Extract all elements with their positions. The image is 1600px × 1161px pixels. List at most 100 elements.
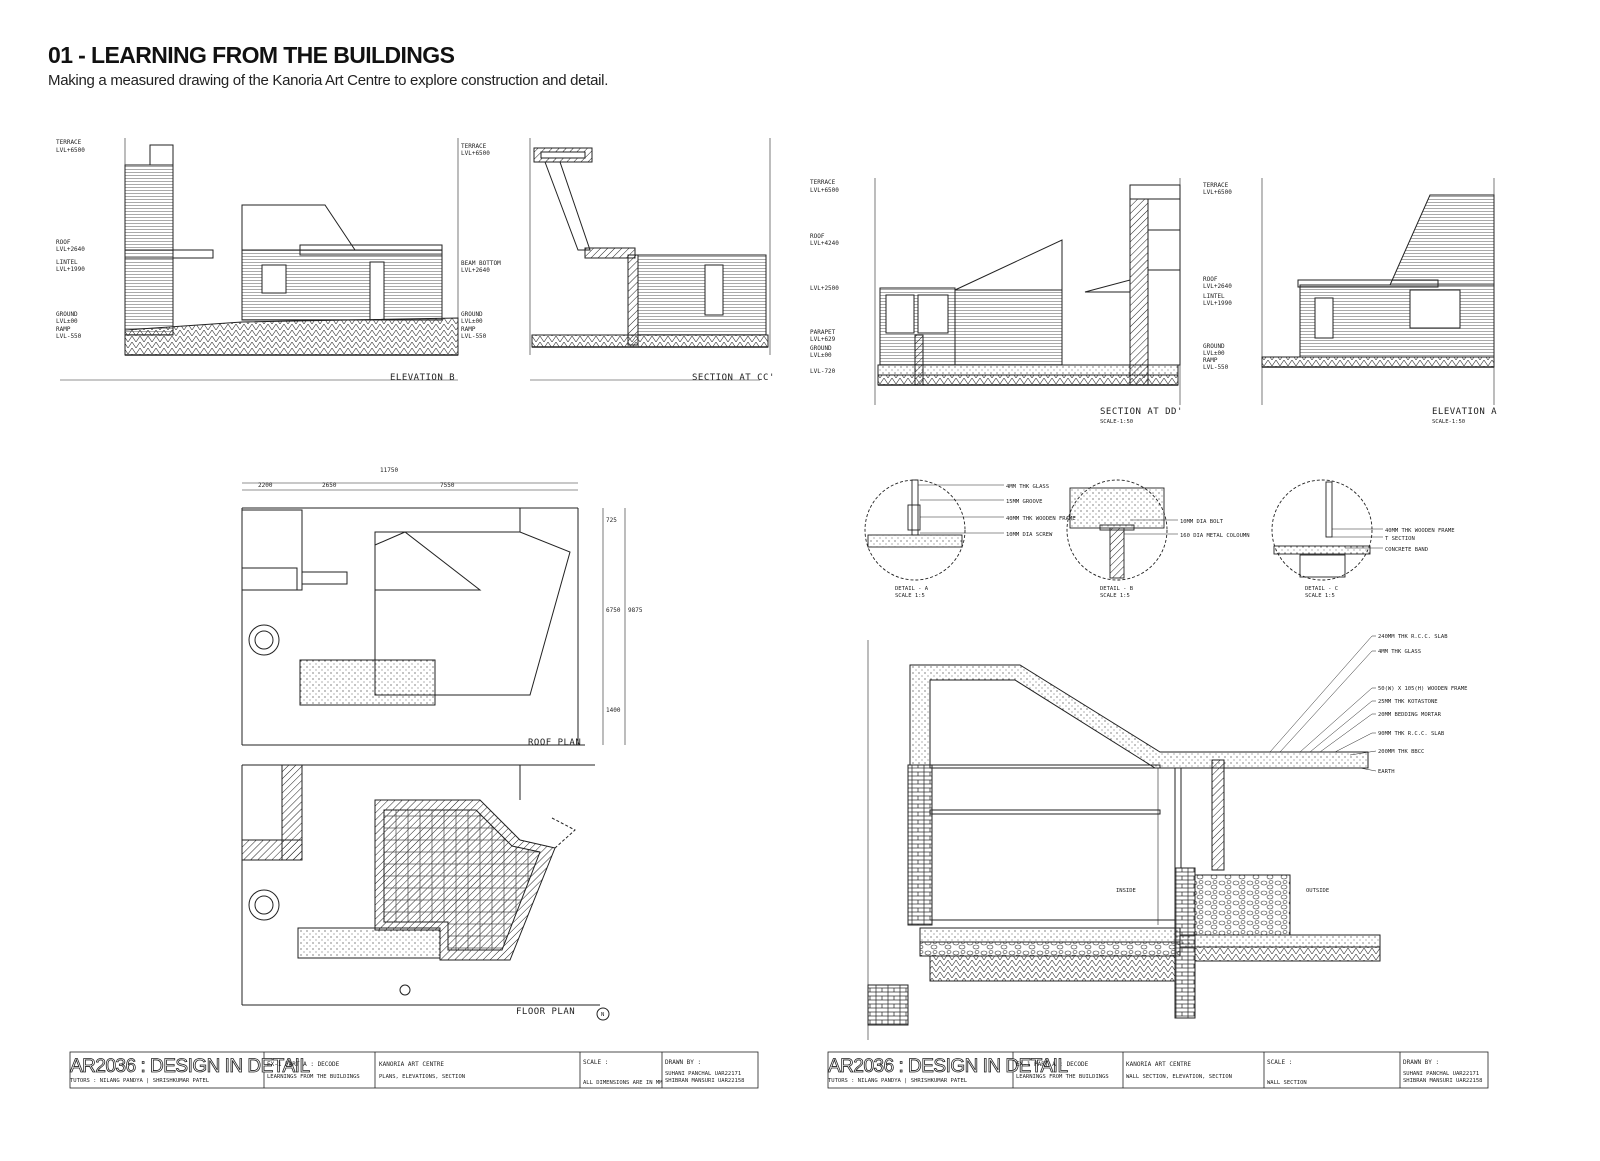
level-label: LVL+4240 [810, 240, 839, 247]
level-label: ROOF [810, 233, 825, 240]
level-label: GROUND [810, 345, 832, 352]
wall-section [867, 640, 1381, 1040]
sheet-contents: PLANS, ELEVATIONS, SECTION [379, 1074, 465, 1080]
level-label: LVL+6500 [1203, 189, 1232, 196]
scale-label: SCALE : [1267, 1059, 1292, 1066]
exercise-subtitle: LEARNINGS FROM THE BUILDINGS [267, 1074, 360, 1080]
roof-plan [241, 482, 626, 746]
floor-plan-caption: FLOOR PLAN [516, 1007, 575, 1017]
title-block-1-text: AR2036 : DESIGN IN DETAIL TUTORS : NILAN… [70, 1056, 745, 1086]
detail-label: T SECTION [1385, 536, 1415, 542]
title-block-1 [69, 1051, 759, 1089]
level-label: TERRACE [1203, 182, 1229, 189]
section-dd-caption: SECTION AT DD' [1100, 407, 1183, 417]
elevation-b [60, 138, 459, 381]
scale-note: ALL DIMENSIONS ARE IN MM [583, 1080, 663, 1086]
dimension-label: 1400 [606, 707, 621, 714]
level-label: LVL-720 [810, 368, 836, 375]
course-title: AR2036 : DESIGN IN DETAIL [70, 1056, 310, 1077]
title-block-2 [827, 1051, 1489, 1089]
detail-label: 10MM DIA BOLT [1180, 519, 1224, 525]
detail-caption: DETAIL - B [1100, 586, 1134, 592]
drawn-by-label: DRAWN BY : [665, 1059, 701, 1066]
wall-section-labels: 240MM THK R.C.C. SLAB 4MM THK GLASS 50(W… [1116, 634, 1467, 894]
level-label: RAMP [1203, 357, 1218, 364]
project-name: KANORIA ART CENTRE [1126, 1061, 1191, 1068]
level-label: LVL+2640 [461, 267, 490, 274]
detail-label: CONCRETE BAND [1385, 547, 1428, 553]
elevation-a [1261, 178, 1495, 405]
detail-labels: 4MM THK GLASS 15MM GROOVE 40MM THK WOODE… [895, 484, 1455, 599]
elevation-a-scale: SCALE-1:50 [1432, 419, 1465, 425]
author-name: SUHANI PANCHAL UAR22171 [665, 1071, 741, 1077]
detail-label: 40MM THK WOODEN FRAME [1006, 516, 1076, 522]
detail-label: 15MM GROOVE [1006, 499, 1042, 505]
page-header: 01 - LEARNING FROM THE BUILDINGS Making … [48, 42, 608, 89]
section-cc-levels: TERRACE LVL+6500 BEAM BOTTOM LVL+2640 GR… [461, 143, 775, 383]
level-label: PARAPET [810, 329, 836, 336]
wall-section-label: 90MM THK R.C.C. SLAB [1378, 731, 1445, 737]
dimension-label: 2650 [322, 482, 337, 489]
level-label: LVL±00 [461, 318, 483, 325]
level-label: LVL+1990 [56, 266, 85, 273]
level-label: LVL±00 [56, 318, 78, 325]
exercise-subtitle: LEARNINGS FROM THE BUILDINGS [1016, 1074, 1109, 1080]
level-label: TERRACE [461, 143, 487, 150]
level-label: BEAM BOTTOM [461, 260, 501, 267]
tutors-label: TUTORS : NILANG PANDYA | SHRISHKUMAR PAT… [70, 1078, 210, 1084]
title-block-2-text: AR2036 : DESIGN IN DETAIL TUTORS : NILAN… [828, 1056, 1483, 1086]
section-cc-caption: SECTION AT CC' [692, 373, 775, 383]
section-cc [529, 138, 771, 381]
scale-note: WALL SECTION [1267, 1080, 1307, 1086]
level-label: LVL+629 [810, 336, 836, 343]
north-arrow-icon: N [601, 1012, 604, 1018]
wall-section-label: 4MM THK GLASS [1378, 649, 1421, 655]
tutors-label: TUTORS : NILANG PANDYA | SHRISHKUMAR PAT… [828, 1078, 968, 1084]
level-label: LVL+2640 [56, 246, 85, 253]
level-label: LVL+6500 [56, 147, 85, 154]
roof-plan-dims: 11750 2200 2650 7550 725 6750 9875 1400 … [258, 467, 643, 748]
outside-label: OUTSIDE [1306, 888, 1329, 894]
elevation-a-levels: TERRACE LVL+6500 ROOF LVL+2640 LINTEL LV… [1203, 182, 1497, 425]
detail-leaders [918, 484, 1383, 549]
level-label: TERRACE [810, 179, 836, 186]
elevation-b-levels: TERRACE LVL+6500 ROOF LVL+2640 LINTEL LV… [56, 139, 455, 383]
section-dd [874, 178, 1181, 405]
sheet-contents: WALL SECTION, ELEVATION, SECTION [1126, 1074, 1232, 1080]
dimension-label: 725 [606, 517, 617, 524]
roof-plan-caption: ROOF PLAN [528, 738, 581, 748]
section-dd-levels: TERRACE LVL+6500 ROOF LVL+4240 LVL+2500 … [810, 179, 1183, 425]
dimension-label: 7550 [440, 482, 455, 489]
level-label: LVL+6500 [461, 150, 490, 157]
level-label: LVL+6500 [810, 187, 839, 194]
author-name: SHIBRAN MANSURI UAR22158 [665, 1078, 744, 1084]
level-label: LVL-550 [461, 333, 487, 340]
level-label: LVL+2640 [1203, 283, 1232, 290]
project-name: KANORIA ART CENTRE [379, 1061, 444, 1068]
detail-scale: SCALE 1:5 [895, 593, 925, 599]
section-dd-scale: SCALE-1:50 [1100, 419, 1133, 425]
detail-caption: DETAIL - A [895, 586, 929, 592]
level-label: LVL±00 [810, 352, 832, 359]
wall-section-label: 200MM THK BBCC [1378, 749, 1424, 755]
dimension-label: 6750 [606, 607, 621, 614]
dimension-label: 9875 [628, 607, 643, 614]
level-label: LVL+2500 [810, 285, 839, 292]
detail-label: 160 DIA METAL COLOUMN [1180, 533, 1250, 539]
detail-label: 10MM DIA SCREW [1006, 532, 1053, 538]
level-label: RAMP [461, 326, 476, 333]
author-name: SHIBRAN MANSURI UAR22158 [1403, 1078, 1482, 1084]
wall-section-leaders [1269, 635, 1377, 772]
drawn-by-label: DRAWN BY : [1403, 1059, 1439, 1066]
scale-label: SCALE : [583, 1059, 608, 1066]
level-label: GROUND [1203, 343, 1225, 350]
level-label: LINTEL [1203, 293, 1225, 300]
wall-section-label: 240MM THK R.C.C. SLAB [1378, 634, 1448, 640]
wall-section-label: 50(W) X 105(H) WOODEN FRAME [1378, 686, 1467, 692]
elevation-a-caption: ELEVATION A [1432, 407, 1497, 417]
level-label: GROUND [56, 311, 78, 318]
page-title: 01 - LEARNING FROM THE BUILDINGS [48, 42, 455, 68]
detail-circles [864, 479, 1373, 581]
wall-section-label: EARTH [1378, 769, 1395, 775]
level-label: GROUND [461, 311, 483, 318]
